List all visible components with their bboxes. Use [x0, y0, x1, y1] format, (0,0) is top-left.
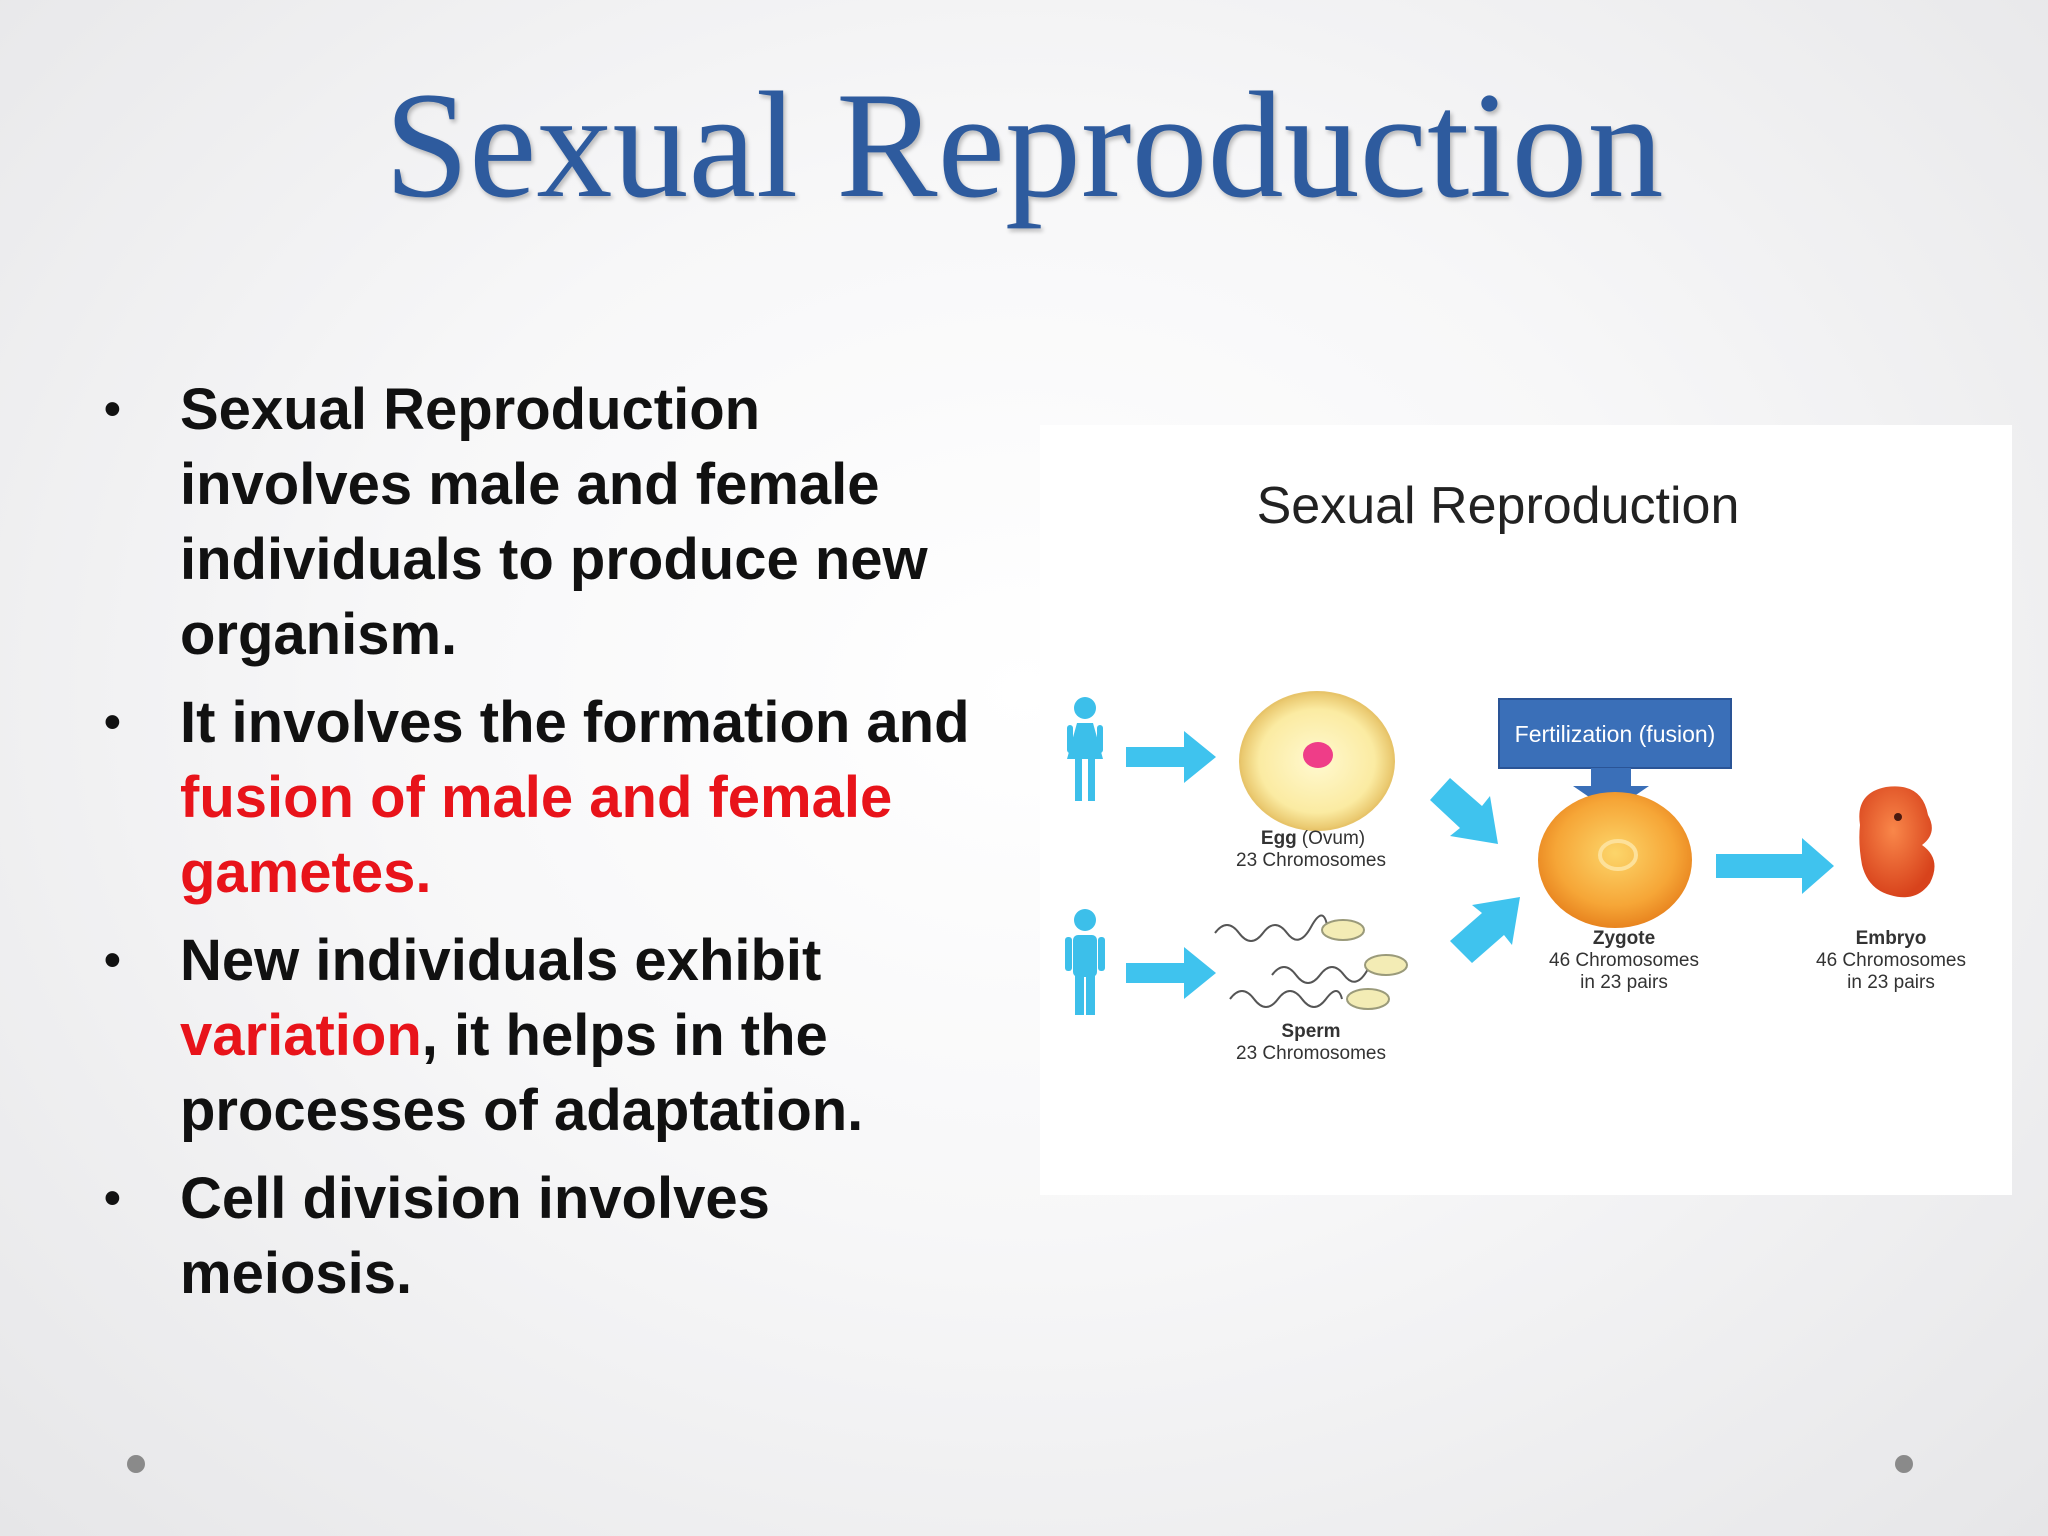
bullet-text: Cell division involves meiosis.	[180, 1166, 770, 1306]
bullet-text: , it helps in the processes of adaptatio…	[180, 1003, 864, 1143]
slide-title: Sexual Reproduction	[384, 61, 1664, 229]
bullet-item: • New individuals exhibit variation, it …	[100, 923, 980, 1148]
zygote-pairs: in 23 pairs	[1580, 972, 1668, 993]
embryo-chromosomes: 46 Chromosomes	[1816, 950, 1966, 971]
reproduction-diagram: Sexual Reproduction	[1040, 425, 2012, 1195]
female-figure-icon	[1067, 697, 1103, 801]
egg-chromosomes: 23 Chromosomes	[1236, 850, 1386, 871]
bullet-marker: •	[104, 696, 121, 749]
zygote-label: Zygote	[1593, 928, 1655, 949]
arrow-icon	[1126, 731, 1216, 783]
embryo-pairs: in 23 pairs	[1847, 972, 1935, 993]
svg-text:Egg(Ovum): Egg(Ovum)	[1261, 828, 1365, 849]
bullet-text: New individuals exhibit	[180, 928, 822, 993]
egg-qualifier: (Ovum)	[1302, 828, 1365, 849]
bullet-highlight-text: fusion of male and female gametes.	[180, 765, 893, 905]
corner-dot-left	[127, 1455, 145, 1473]
fertilization-label: Fertilization (fusion)	[1515, 721, 1716, 747]
bullet-list: • Sexual Reproduction involves male and …	[100, 372, 980, 1324]
sperm-cell-icon	[1214, 914, 1408, 1010]
arrow-icon	[1430, 778, 1498, 844]
male-figure-icon	[1065, 909, 1105, 1015]
sperm-label: Sperm	[1281, 1021, 1340, 1042]
zygote-chromosomes: 46 Chromosomes	[1549, 950, 1699, 971]
bullet-item: • Sexual Reproduction involves male and …	[100, 372, 980, 672]
embryo-icon	[1859, 786, 1935, 898]
arrow-icon	[1716, 838, 1834, 894]
arrow-icon	[1450, 897, 1520, 963]
corner-dot-right	[1895, 1455, 1913, 1473]
zygote-cell-icon	[1538, 792, 1692, 928]
bullet-item: • Cell division involves meiosis.	[100, 1161, 980, 1311]
egg-cell-icon	[1239, 691, 1395, 831]
bullet-marker: •	[104, 383, 121, 436]
fertilization-callout: Fertilization (fusion)	[1498, 698, 1732, 812]
arrow-icon	[1126, 947, 1216, 999]
bullet-highlight-text: variation	[180, 1003, 422, 1068]
sperm-chromosomes: 23 Chromosomes	[1236, 1043, 1386, 1064]
bullet-marker: •	[104, 1172, 121, 1225]
embryo-label: Embryo	[1856, 928, 1927, 949]
diagram-title: Sexual Reproduction	[1257, 477, 1740, 535]
bullet-text: Sexual Reproduction involves male and fe…	[180, 377, 928, 667]
bullet-text: It involves the formation and	[180, 690, 970, 755]
egg-label: Egg	[1261, 828, 1297, 849]
bullet-marker: •	[104, 934, 121, 987]
bullet-item: • It involves the formation and fusion o…	[100, 685, 980, 910]
